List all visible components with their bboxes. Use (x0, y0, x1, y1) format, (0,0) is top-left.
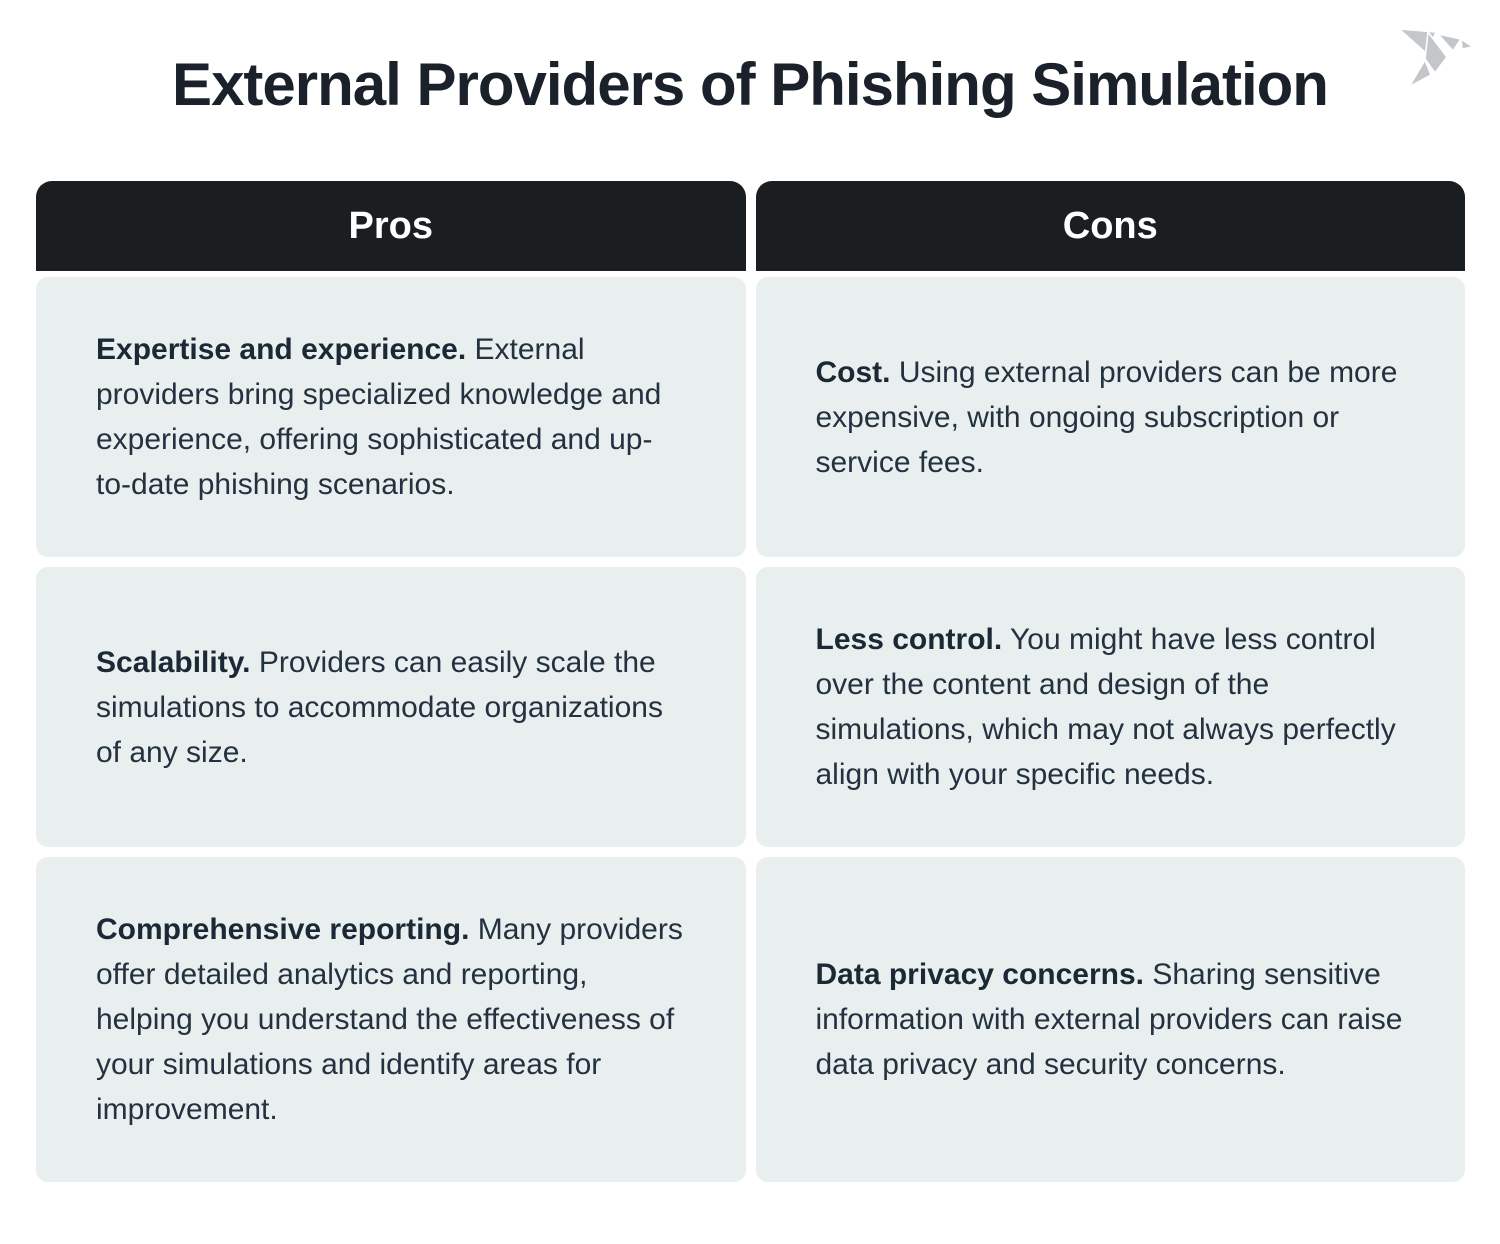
cons-cell-less-control: Less control. You might have less contro… (755, 567, 1465, 847)
cell-lead: Expertise and experience. (96, 333, 467, 366)
cell-body: External providers bring specialized kno… (96, 333, 662, 501)
cell-lead: Data privacy concerns. (815, 958, 1145, 991)
cell-body: Sharing sensitive information with exter… (815, 958, 1403, 1081)
pros-column-header: Pros (36, 181, 746, 271)
cell-text: Expertise and experience. External provi… (96, 327, 686, 507)
pros-cons-table: Pros Cons Expertise and experience. Exte… (36, 181, 1465, 1182)
cons-header-label: Cons (1062, 204, 1158, 247)
pros-cell-comprehensive-reporting: Comprehensive reporting. Many providers … (36, 857, 746, 1182)
cell-body: Using external providers can be more exp… (815, 355, 1398, 479)
cell-body: Providers can easily scale the simulatio… (96, 645, 663, 769)
cons-cell-cost: Cost. Using external providers can be mo… (755, 277, 1465, 557)
page-title: External Providers of Phishing Simulatio… (172, 51, 1329, 118)
cell-text: Comprehensive reporting. Many providers … (96, 907, 686, 1132)
cell-lead: Scalability. (96, 645, 251, 679)
cell-text: Scalability. Providers can easily scale … (96, 640, 686, 775)
cons-cell-data-privacy: Data privacy concerns. Sharing sensitive… (755, 857, 1465, 1182)
cell-body: You might have less control over the con… (815, 623, 1396, 791)
cons-column-header: Cons (755, 181, 1465, 271)
cell-lead: Comprehensive reporting. (96, 913, 470, 946)
cell-text: Less control. You might have less contro… (816, 617, 1406, 797)
table-body: Expertise and experience. External provi… (36, 277, 1465, 1182)
cell-lead: Less control. (815, 623, 1003, 656)
origami-bird-icon (1398, 28, 1474, 88)
pros-cell-expertise: Expertise and experience. External provi… (36, 277, 746, 557)
cell-text: Cost. Using external providers can be mo… (816, 350, 1406, 485)
table-header-row: Pros Cons (36, 181, 1465, 271)
cell-text: Data privacy concerns. Sharing sensitive… (816, 952, 1406, 1087)
pros-cell-scalability: Scalability. Providers can easily scale … (36, 567, 746, 847)
cell-body: Many providers offer detailed analytics … (96, 913, 683, 1126)
cell-lead: Cost. (815, 355, 891, 389)
pros-header-label: Pros (348, 204, 433, 247)
